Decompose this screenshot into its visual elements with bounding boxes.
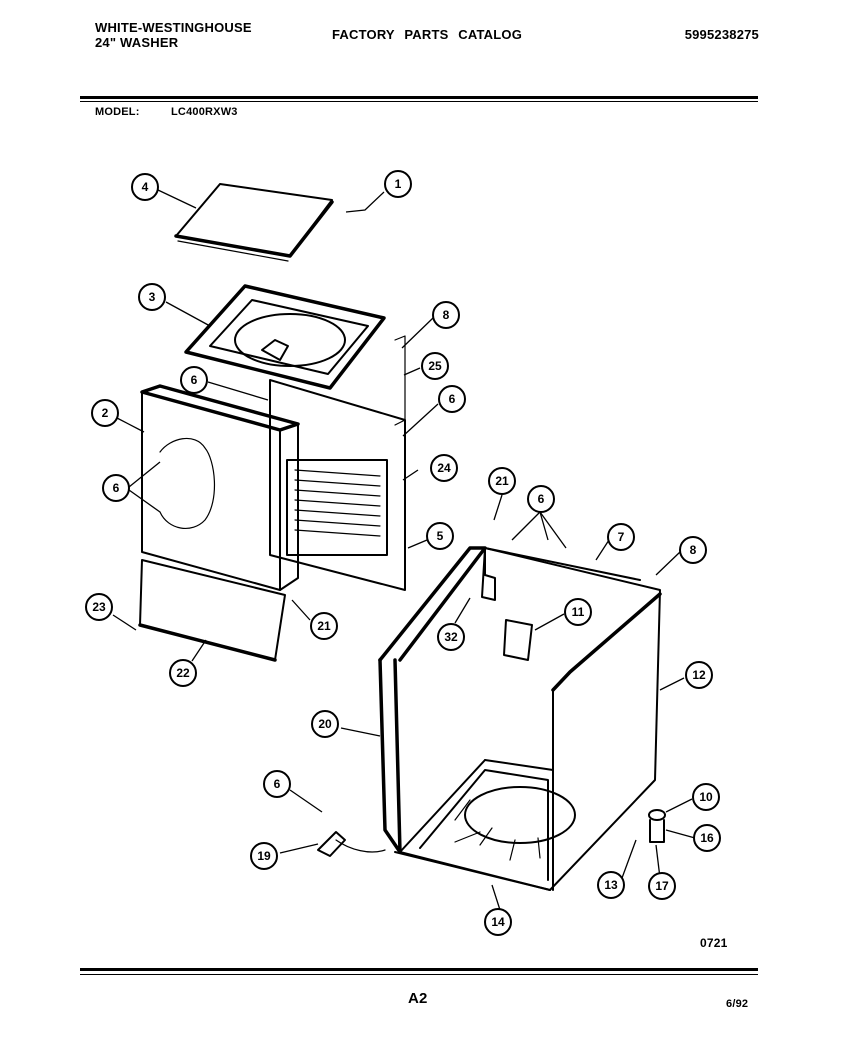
svg-text:22: 22 [176,666,190,680]
product-type: 24" WASHER [95,35,179,50]
svg-text:2: 2 [102,406,109,420]
callout-25: 25 [421,352,449,380]
svg-text:1: 1 [395,177,402,191]
svg-text:6: 6 [449,392,456,406]
part-control-panel [140,384,300,591]
callout-23: 23 [85,593,113,621]
svg-text:21: 21 [317,619,331,633]
svg-text:20: 20 [318,717,332,731]
callout-20: 20 [311,710,339,738]
callout-16: 16 [693,824,721,852]
svg-text:11: 11 [572,605,585,619]
svg-text:12: 12 [692,668,706,682]
model-number: LC400RXW3 [171,106,238,118]
leader-lines [112,189,696,911]
svg-text:3: 3 [149,290,156,304]
callout-6: 6 [263,770,291,798]
callout-8: 8 [432,301,460,329]
part-cabinet [378,546,662,891]
revision-date: 6/92 [726,998,749,1010]
brand-block: WHITE-WESTINGHOUSE 24" WASHER [95,20,252,50]
svg-text:8: 8 [443,308,450,322]
document-number: 5995238275 [684,27,759,42]
callout-1: 1 [384,170,412,198]
catalog-title: FACTORY PARTS CATALOG [332,27,523,42]
svg-text:16: 16 [700,831,714,845]
svg-text:19: 19 [257,849,271,863]
svg-text:32: 32 [444,630,458,644]
callout-4: 4 [131,173,159,201]
figure-code: 0721 [700,936,728,950]
svg-text:24: 24 [437,461,451,475]
callout-22: 22 [169,659,197,687]
callout-24: 24 [430,454,458,482]
callout-14: 14 [484,908,512,936]
svg-text:7: 7 [618,530,625,544]
callout-6: 6 [438,385,466,413]
part-front-panel [138,559,286,662]
svg-text:21: 21 [495,474,509,488]
callout-17: 17 [648,872,676,900]
header-rule [80,96,758,99]
callout-6: 6 [527,485,555,513]
svg-text:23: 23 [92,600,106,614]
page-number: A2 [408,990,428,1007]
svg-text:17: 17 [655,879,669,893]
footer-rule [80,968,758,971]
svg-text:6: 6 [274,777,281,791]
callout-12: 12 [685,661,713,689]
callout-19: 19 [250,842,278,870]
callout-2: 2 [91,399,119,427]
part-hinge-bracket [394,335,406,426]
callout-8: 8 [679,536,707,564]
part-back-panel [269,379,406,591]
callout-11: 11 [564,598,592,626]
callout-32: 32 [437,623,465,651]
callout-13: 13 [597,871,625,899]
part-leveling-leg [648,809,666,843]
header-rule-thin [80,101,758,102]
part-lid [174,183,334,262]
brand-name: WHITE-WESTINGHOUSE [95,20,252,35]
svg-text:13: 13 [604,878,618,892]
callout-10: 10 [692,783,720,811]
callout-6: 6 [180,366,208,394]
svg-text:6: 6 [113,481,120,495]
svg-text:8: 8 [690,543,697,557]
callout-21: 21 [488,467,516,495]
callout-21: 21 [310,612,338,640]
footer-rule-thin [80,974,758,975]
callout-6: 6 [102,474,130,502]
part-power-cord [317,831,386,857]
part-top-cover [184,284,386,390]
svg-text:10: 10 [699,790,713,804]
svg-text:25: 25 [428,359,442,373]
svg-text:4: 4 [142,180,149,194]
svg-text:5: 5 [437,529,444,543]
callout-7: 7 [607,523,635,551]
callout-3: 3 [138,283,166,311]
callout-5: 5 [426,522,454,550]
svg-text:14: 14 [491,915,505,929]
model-label: MODEL: [95,106,140,118]
svg-text:6: 6 [538,492,545,506]
svg-text:6: 6 [191,373,198,387]
